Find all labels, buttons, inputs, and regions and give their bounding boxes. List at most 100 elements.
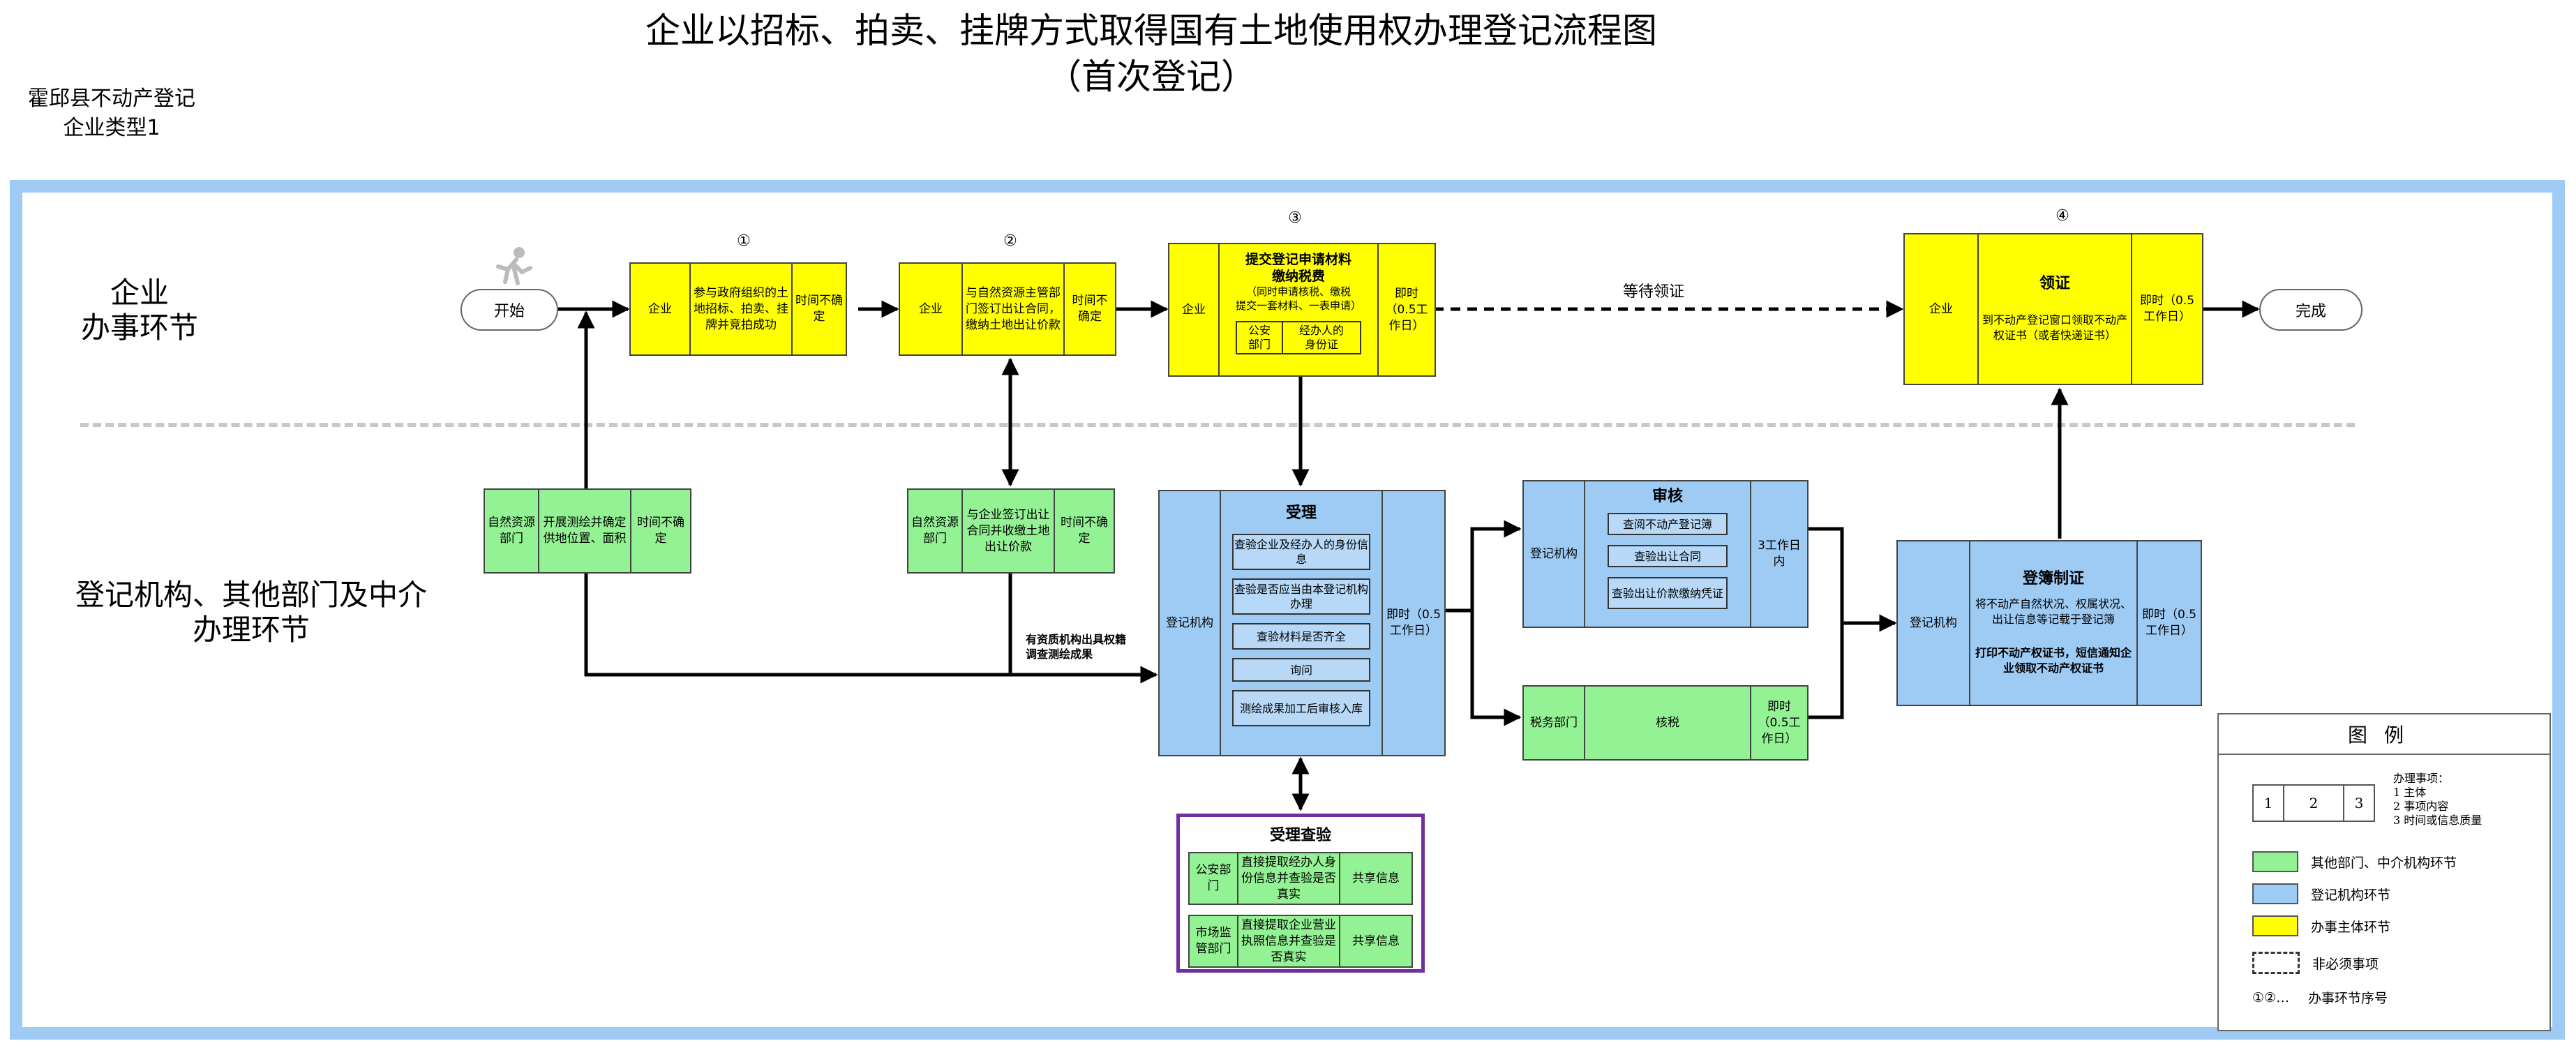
step3-note-2: 提交一套材料、一表申请） — [1235, 299, 1361, 312]
verify-row1-content: 直接提取经办人身份信息并查验是否真实 — [1238, 853, 1340, 904]
accept-item-5: 测绘成果加工后审核入库 — [1232, 690, 1370, 726]
legend-label-yellow: 办事主体环节 — [2311, 919, 2391, 935]
legend-row-blue: 登记机构环节 — [2252, 883, 2390, 904]
legend-row-dashed: 非必须事项 — [2252, 952, 2379, 974]
lane-bottom-line1: 登记机构、其他部门及中介 — [75, 578, 427, 612]
legend-label-dashed: 非必须事项 — [2312, 956, 2379, 972]
lane-top-line1: 企业 — [110, 276, 169, 310]
survey-time: 时间不确定 — [637, 516, 684, 546]
step4-box: 企业 领证 到不动产登记窗口领取不动产权证书（或者快递证书） 即时（0.5工作日… — [1903, 233, 2203, 385]
lane-label-agencies: 登记机构、其他部门及中介 办理环节 — [56, 578, 447, 647]
step2-box: 企业 与自然资源主管部门签订出让合同，缴纳土地出让价款 时间不确定 — [899, 262, 1116, 356]
survey-result-label: 有资质机构出具权籍 调查测绘成果 — [1026, 632, 1165, 661]
legend-items-title: 办理事项： — [2393, 772, 2450, 785]
step-number-1: ① — [737, 232, 751, 250]
review-item-1: 查阅不动产登记簿 — [1608, 513, 1728, 535]
step3-title-1: 提交登记申请材料 — [1245, 252, 1351, 267]
arrow-accept-review — [1446, 520, 1522, 613]
finish-node: 完成 — [2259, 289, 2362, 331]
step3-inner-right-1: 经办人的 — [1298, 324, 1344, 337]
legend-item-1: 1 主体 — [2393, 786, 2427, 799]
accept-item-3: 查验材料是否齐全 — [1232, 623, 1370, 650]
legend-item-3: 3 时间或信息质量 — [2393, 814, 2483, 827]
legend-swatch-yellow — [2252, 915, 2298, 936]
verify-row2-result: 共享信息 — [1352, 934, 1400, 948]
tax-subject: 税务部门 — [1524, 687, 1585, 759]
start-node: 开始 — [460, 289, 558, 331]
accept-box: 登记机构 受理 查验企业及经办人的身份信息 查验是否应当由本登记机构办理 查验材… — [1158, 490, 1446, 756]
lane-top-line2: 办事环节 — [80, 310, 198, 345]
accept-title: 受理 — [1285, 504, 1317, 522]
wait-label: 等待领证 — [1622, 283, 1684, 301]
step3-inner-left-2: 部门 — [1248, 338, 1271, 351]
step3-subject: 企业 — [1169, 244, 1220, 375]
verify-row-2: 市场监管部门 直接提取企业营业执照信息并查验是否真实 共享信息 — [1188, 915, 1413, 968]
step-number-4: ④ — [2055, 207, 2069, 225]
review-subject: 登记机构 — [1524, 481, 1585, 627]
step3-time: 即时（0.5工作日） — [1385, 286, 1428, 333]
register-time: 即时（0.5工作日） — [2141, 608, 2197, 638]
verify-row-1: 公安部门 直接提取经办人身份信息并查验是否真实 共享信息 — [1188, 852, 1413, 905]
accept-item-2: 查验是否应当由本登记机构办理 — [1232, 578, 1370, 615]
register-content-1: 将不动产自然状况、权属状况、出让信息等记载于登记簿 — [1975, 597, 2132, 626]
legend-row-green: 其他部门、中介机构环节 — [2252, 851, 2457, 872]
review-content: 审核 查阅不动产登记簿 查验出让合同 查验出让价款缴纳凭证 — [1585, 481, 1751, 627]
county-label: 霍邱县不动产登记 — [28, 87, 195, 111]
legend-row-seq: ①②… 办事环节序号 — [2252, 988, 2388, 1007]
tax-box: 税务部门 核税 即时（0.5工作日） — [1522, 685, 1809, 761]
tax-content: 核税 — [1585, 687, 1751, 759]
step3-content: 提交登记申请材料 缴纳税费 （同时申请核税、缴税 提交一套材料、一表申请） 公安… — [1220, 244, 1379, 375]
legend-title: 图例 — [2219, 714, 2549, 755]
step2-subject: 企业 — [900, 264, 963, 354]
step-number-2: ② — [1003, 232, 1017, 250]
legend-seq-symbol: ①②… — [2252, 989, 2290, 1005]
review-box: 登记机构 审核 查阅不动产登记簿 查验出让合同 查验出让价款缴纳凭证 3工作日内 — [1522, 480, 1809, 628]
survey-subject: 自然资源部门 — [485, 490, 539, 572]
accept-item-4: 询问 — [1232, 658, 1370, 682]
flowchart-frame — [10, 180, 2565, 1040]
step1-subject: 企业 — [631, 264, 691, 354]
tax-time: 即时（0.5工作日） — [1758, 699, 1801, 746]
step4-subject: 企业 — [1905, 234, 1979, 384]
verify-title: 受理查验 — [1269, 827, 1331, 844]
legend-cell-3: 3 — [2354, 795, 2364, 811]
review-item-3: 查验出让价款缴纳凭证 — [1608, 577, 1728, 609]
page-title: 企业以招标、拍卖、挂牌方式取得国有土地使用权办理登记流程图 — [645, 10, 1657, 51]
accept-time: 即时（0.5工作日） — [1386, 608, 1441, 638]
step3-note-1: （同时申请核税、缴税 — [1245, 285, 1351, 298]
step4-title: 领证 — [2039, 274, 2070, 292]
legend-label-green: 其他部门、中介机构环节 — [2311, 855, 2457, 871]
step2-content: 与自然资源主管部门签订出让合同，缴纳土地出让价款 — [963, 264, 1065, 354]
step1-content: 参与政府组织的土地招标、拍卖、挂牌并竞拍成功 — [691, 264, 793, 354]
contract-box: 自然资源部门 与企业签订出让合同并收缴土地出让价款 时间不确定 — [907, 488, 1115, 574]
step4-content-cell: 领证 到不动产登记窗口领取不动产权证书（或者快递证书） — [1979, 234, 2132, 384]
legend: 图例 1 2 3 办理事项： 1 主体 2 事项内容 3 时间或信息质量 其他部… — [2217, 713, 2551, 1031]
legend-swatch-blue — [2252, 883, 2298, 904]
step4-time: 即时（0.5工作日） — [2139, 294, 2195, 324]
legend-items: 办理事项： 1 主体 2 事项内容 3 时间或信息质量 — [2393, 772, 2482, 828]
legend-label-seq: 办事环节序号 — [2308, 991, 2388, 1006]
accept-subject: 登记机构 — [1160, 491, 1221, 755]
survey-label-line1: 有资质机构出具权籍 — [1026, 633, 1127, 646]
lane-divider — [80, 423, 2355, 427]
review-time: 3工作日内 — [1758, 539, 1801, 569]
register-box: 登记机构 登簿制证 将不动产自然状况、权属状况、出让信息等记载于登记簿 打印不动… — [1896, 540, 2202, 706]
legend-item-2: 2 事项内容 — [2393, 800, 2449, 813]
contract-content: 与企业签订出让合同并收缴土地出让价款 — [963, 490, 1055, 572]
verify-row1-subject: 公安部门 — [1190, 853, 1238, 904]
legend-label-blue: 登记机构环节 — [2311, 887, 2391, 903]
legend-swatch-dashed — [2252, 952, 2300, 974]
step-number-3: ③ — [1288, 209, 1302, 227]
step3-inner-left-1: 公安 — [1248, 324, 1271, 337]
step3-inner-right-2: 身份证 — [1304, 338, 1338, 351]
verify-box: 受理查验 公安部门 直接提取经办人身份信息并查验是否真实 共享信息 市场监管部门… — [1176, 814, 1425, 973]
verify-row1-result: 共享信息 — [1352, 871, 1400, 885]
review-item-2: 查验出让合同 — [1608, 545, 1728, 567]
arrow-accept-tax — [1470, 611, 1522, 726]
line-review-join — [1809, 527, 1844, 719]
accept-item-1: 查验企业及经办人的身份信息 — [1232, 534, 1370, 570]
step3-box: 企业 提交登记申请材料 缴纳税费 （同时申请核税、缴税 提交一套材料、一表申请）… — [1168, 243, 1436, 377]
register-content-2: 打印不动产权证书，短信通知企业领取不动产权证书 — [1975, 645, 2132, 675]
register-content: 登簿制证 将不动产自然状况、权属状况、出让信息等记载于登记簿 打印不动产权证书，… — [1970, 541, 2138, 705]
legend-swatch-green — [2252, 851, 2298, 872]
